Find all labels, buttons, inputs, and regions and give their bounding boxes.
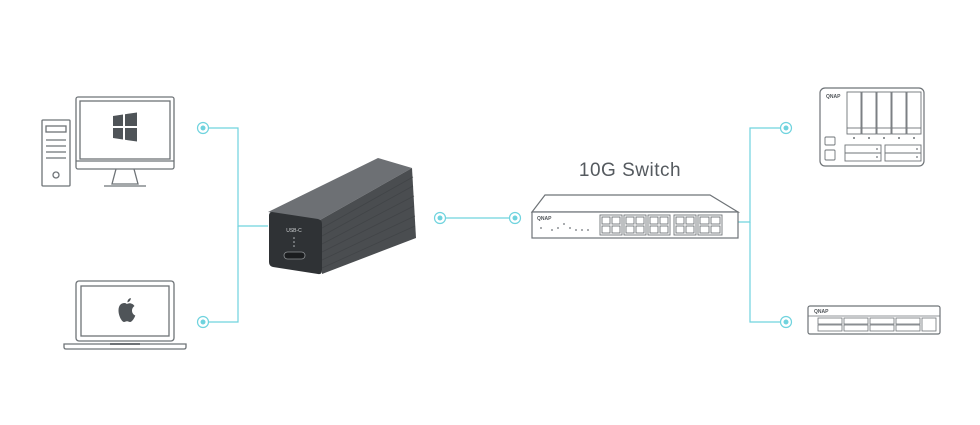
switch-rack-connector [749, 222, 786, 323]
adapter-ribs [321, 176, 416, 269]
switch-front [531, 211, 739, 239]
desktop-computer [41, 96, 175, 187]
rack-brand: QNAP [814, 309, 829, 315]
connector-dot [508, 211, 522, 225]
usb-c-port [283, 251, 306, 260]
pc-tower [41, 119, 71, 187]
switch-nas-connector [730, 127, 786, 223]
connector-dots [196, 121, 793, 329]
nas-drive-bays [846, 91, 922, 135]
connector-lines [203, 127, 786, 323]
switch-port-group [647, 214, 671, 236]
switch-brand: QNAP [537, 216, 552, 222]
pc-monitor [75, 96, 175, 187]
nas-bay-leds [853, 137, 915, 139]
windows-logo-icon [113, 112, 137, 142]
adapter-top [268, 158, 412, 220]
rackmount-nas: QNAP [807, 305, 941, 335]
adapter-side [320, 168, 416, 274]
switch-port-group [673, 214, 697, 236]
adapter-led-dots [293, 237, 295, 247]
network-switch: QNAP [530, 194, 741, 239]
switch-top [530, 194, 741, 213]
rack-drive-bays [817, 317, 937, 332]
connector-dot [196, 315, 210, 329]
laptop-computer [63, 280, 187, 350]
adapter-face [269, 212, 322, 275]
connector-dot [779, 315, 793, 329]
switch-label: 10G Switch [578, 160, 682, 181]
usb-c-adapter: USB-C [268, 158, 416, 275]
connector-dot [196, 121, 210, 135]
laptop-connector [203, 226, 239, 323]
connector-dot [433, 211, 447, 225]
switch-port-group [623, 214, 647, 236]
switch-port-group [697, 214, 723, 236]
nas-brand: QNAP [826, 94, 841, 100]
desktop-connector [203, 127, 268, 227]
tower-nas: QNAP [819, 87, 925, 167]
apple-logo-icon [118, 298, 136, 322]
switch-leds [540, 223, 589, 231]
connector-dot [779, 121, 793, 135]
adapter-port-label: USB-C [286, 228, 302, 234]
switch-port-group [599, 214, 623, 236]
